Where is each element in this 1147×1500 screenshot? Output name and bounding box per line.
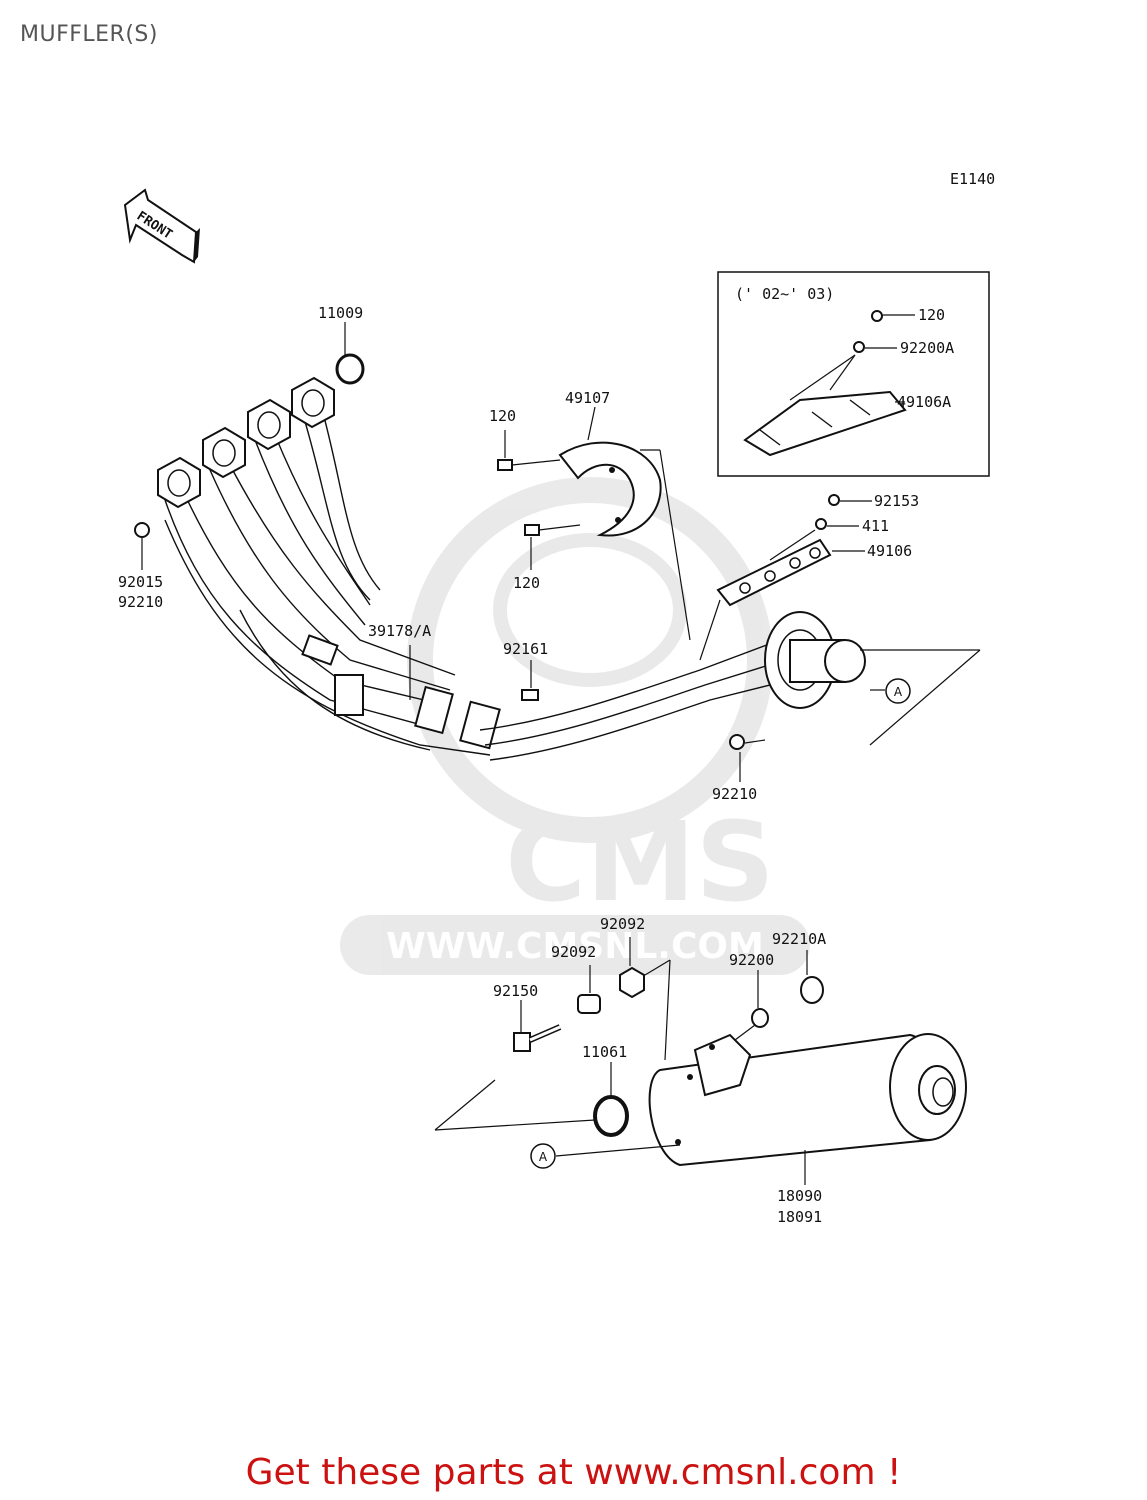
part-label-92210-lower: 92210 (712, 785, 757, 803)
inset-label: (' 02~' 03) (735, 285, 834, 303)
part-label-92092-upper: 92092 (600, 915, 645, 933)
muffler-assembly (648, 1033, 967, 1167)
part-label-92092-left: 92092 (551, 943, 596, 961)
part-label-92200: 92200 (729, 951, 774, 969)
ref-marker-a-upper: A (894, 685, 903, 699)
part-label-49106: 49106 (867, 542, 912, 560)
part-label-92210-left: 92210 (118, 593, 163, 611)
watermark-url: WWW.CMSNL.COM (386, 926, 764, 967)
inset-box: (' 02~' 03) 120 92200A 49106A (717, 271, 990, 477)
bolt-92150 (513, 1024, 562, 1052)
watermark: CMS WWW.CMSNL.COM (340, 477, 810, 975)
part-label-120-upper: 120 (489, 407, 516, 425)
part-label-39178A: 39178/A (368, 622, 431, 640)
promo-link[interactable]: Get these parts at www.cmsnl.com ! (245, 1452, 902, 1493)
part-label-49107: 49107 (565, 389, 610, 407)
promo-banner[interactable]: Get these parts at www.cmsnl.com ! (0, 1452, 1147, 1493)
ref-marker-a-lower: A (539, 1150, 548, 1164)
page-title: MUFFLER(S) (20, 22, 158, 47)
part-label-92153: 92153 (874, 492, 919, 510)
part-label-49106A: 49106A (897, 393, 951, 411)
part-label-411: 411 (862, 517, 889, 535)
part-label-92161: 92161 (503, 640, 548, 658)
part-label-11009: 11009 (318, 304, 363, 322)
part-label-92015: 92015 (118, 573, 163, 591)
part-label-18091: 18091 (777, 1208, 822, 1226)
part-label-120-inset: 120 (918, 306, 945, 324)
part-label-92150: 92150 (493, 982, 538, 1000)
watermark-brand: CMS (505, 798, 774, 926)
part-label-92200A: 92200A (900, 339, 954, 357)
diagram-code: E1140 (950, 170, 995, 188)
front-arrow-icon: FRONT (123, 188, 200, 264)
part-label-120-lower: 120 (513, 574, 540, 592)
exhaust-header (157, 376, 981, 761)
part-label-92210A-bottom: 92210A (772, 930, 826, 948)
parts-diagram: CMS WWW.CMSNL.COM E1140 FRONT (' 02~' 03… (118, 170, 995, 1226)
part-label-11061: 11061 (582, 1043, 627, 1061)
part-label-18090: 18090 (777, 1187, 822, 1205)
